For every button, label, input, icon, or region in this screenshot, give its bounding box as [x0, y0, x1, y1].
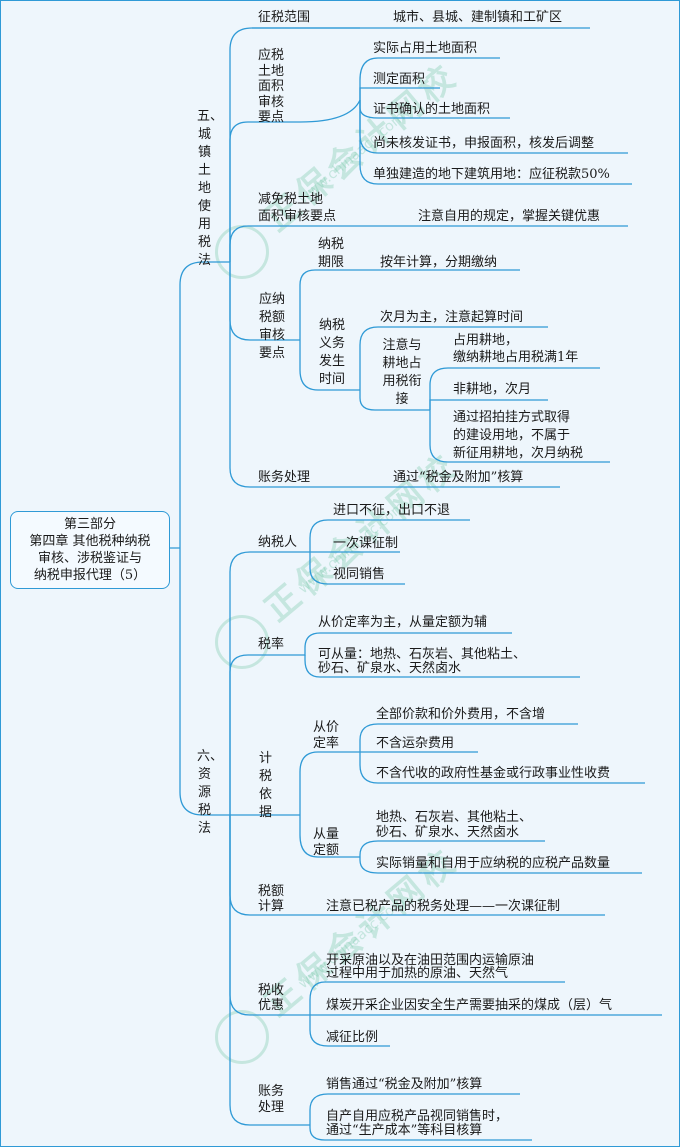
taxpayer-item-3: 视同销售 — [333, 567, 386, 582]
basis-label: 计税依据 — [258, 751, 272, 820]
relief-label-2: 优惠 — [258, 998, 285, 1013]
rate-option-1: 可从量：地热、石灰岩、其他粘土、 — [318, 647, 527, 662]
area-label: 应税土地面积审核要点 — [258, 48, 285, 125]
relief-item-3: 减征比例 — [326, 1030, 379, 1045]
area-item-2: 测定面积 — [373, 72, 426, 87]
specific-item-1a: 地热、石灰岩、其他粘土、 — [376, 810, 533, 825]
root-line-2: 第四章 其他税种纳税 — [29, 534, 151, 549]
exempt-value: 注意自用的规定，掌握关键优惠 — [418, 209, 601, 224]
account5-value: 通过“税金及附加”核算 — [393, 470, 524, 485]
root-line-1: 第三部分 — [63, 517, 116, 532]
period-label: 纳税期限 — [318, 237, 345, 270]
period-label-1: 纳税期限 — [318, 236, 346, 272]
account6-label-2: 处理 — [258, 1100, 285, 1115]
rate-item-1: 从价定率为主，从量定额为辅 — [318, 615, 488, 630]
account6-item-1: 销售通过“税金及附加”核算 — [326, 1077, 483, 1092]
rate-option-2: 砂石、矿泉水、天然卤水 — [318, 661, 462, 676]
scope-label: 征税范围 — [258, 10, 311, 25]
auction-3: 新征用耕地，次月纳税 — [453, 446, 584, 461]
specific-label-2: 定额 — [313, 843, 340, 858]
ad-valorem-item-3: 不含代收的政府性基金或行政事业性收费 — [376, 766, 611, 781]
area-item-5: 单独建造的地下建筑用地：应征税款50% — [373, 167, 610, 182]
specific-item-2: 实际销量和自用于应纳税的应税产品数量 — [376, 856, 611, 871]
rate-label: 税率 — [258, 637, 285, 652]
occupied-farmland-1: 占用耕地， — [453, 333, 519, 348]
section-6-title: 六、资源税法 — [197, 749, 224, 836]
scope-value: 城市、县城、建制镇和工矿区 — [393, 10, 563, 25]
account6-label-1: 账务 — [258, 1084, 285, 1099]
section-5-title: 五、城镇土地使用税法 — [197, 109, 224, 268]
auction-2: 的建设用地，不属于 — [453, 428, 571, 443]
ad-valorem-label-1: 从价 — [313, 720, 340, 735]
area-item-1: 实际占用土地面积 — [373, 41, 478, 56]
root-node: 第三部分 第四章 其他税种纳税 审核、涉税鉴证与 纳税申报代理（5） — [10, 511, 170, 589]
relief-label-1: 税收 — [258, 983, 285, 998]
taxpayer-item-1: 进口不征，出口不退 — [333, 503, 451, 518]
duty-time-first: 次月为主，注意起算时间 — [380, 310, 524, 325]
root-line-4: 纳税申报代理（5） — [33, 568, 147, 583]
non-farmland: 非耕地，次月 — [453, 382, 532, 397]
period-value: 按年计算，分期缴纳 — [380, 255, 498, 270]
occupied-farmland-2: 缴纳耕地占用税满1年 — [453, 350, 579, 365]
root-line-3: 审核、涉税鉴证与 — [37, 551, 142, 566]
area-item-4: 尚未核发证书，申报面积，核发后调整 — [373, 136, 595, 151]
specific-item-1b: 砂石、矿泉水、天然卤水 — [376, 825, 520, 840]
account5-label: 账务处理 — [258, 470, 311, 485]
taxpayer-item-2: 一次课征制 — [333, 536, 399, 551]
area-item-3: 证书确认的土地面积 — [373, 102, 491, 117]
calc-label-1: 税额 — [258, 884, 285, 899]
ad-valorem-item-2: 不含运杂费用 — [376, 736, 455, 751]
account6-item-2b: 通过“生产成本”等科目核算 — [326, 1123, 483, 1138]
ad-valorem-label-2: 定率 — [313, 736, 340, 751]
taxpayer-label: 纳税人 — [258, 535, 298, 550]
duty-time-label: 纳税义务发生时间 — [318, 318, 345, 387]
tax-due-label: 应纳税额审核要点 — [258, 292, 285, 361]
watermark-logo-icon — [215, 615, 269, 669]
relief-item-1a: 开采原油以及在油田范围内运输原油 — [326, 953, 535, 968]
ad-valorem-item-1: 全部价款和价外费用，不含增 — [376, 707, 546, 722]
watermark-logo-icon — [215, 1010, 269, 1064]
calc-label-2: 计算 — [258, 899, 285, 914]
auction-1: 通过招拍挂方式取得 — [453, 410, 571, 425]
specific-label-1: 从量 — [313, 827, 340, 842]
exempt-label-2: 面积审核要点 — [258, 209, 337, 224]
relief-item-1b: 过程中用于加热的原油、天然气 — [326, 966, 509, 981]
farm-link-label: 注意与耕地占用税衔接 — [382, 338, 422, 407]
calc-value: 注意已税产品的税务处理——一次课征制 — [326, 899, 561, 914]
exempt-label-1: 减免税土地 — [258, 192, 324, 207]
relief-item-2: 煤炭开采企业因安全生产需要抽采的煤成（层）气 — [326, 998, 613, 1013]
account6-item-2a: 自产自用应税产品视同销售时， — [326, 1109, 509, 1124]
